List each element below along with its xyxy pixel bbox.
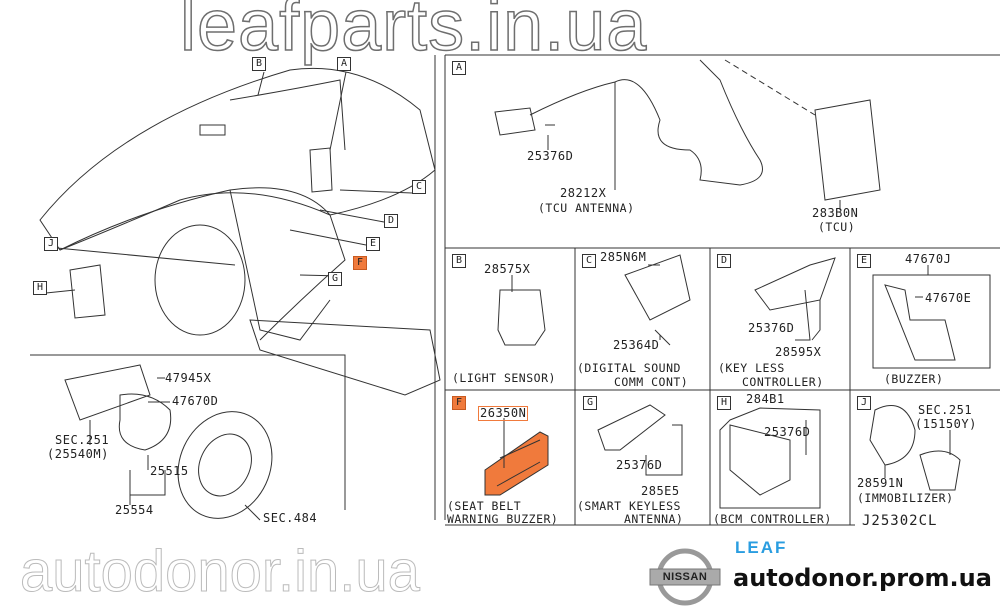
- immobilizer-sec-code: (15150Y): [915, 417, 977, 431]
- part-47945x: 47945X: [165, 371, 212, 385]
- panel-f-label: F: [452, 396, 466, 410]
- panel-j-label: J: [857, 396, 871, 410]
- panel-b-label: B: [452, 254, 466, 268]
- tcu-antenna-part: 28212X: [560, 186, 607, 200]
- callout-a[interactable]: A: [337, 57, 351, 71]
- panel-d-label: D: [717, 254, 731, 268]
- callout-d[interactable]: D: [384, 214, 398, 228]
- smart-antenna-part: 285E5: [641, 484, 680, 498]
- digital-sound-caption-2: COMM CONT): [614, 375, 689, 389]
- seat-belt-caption-1: (SEAT BELT: [447, 499, 522, 513]
- part-47670d: 47670D: [172, 394, 219, 408]
- immobilizer-part: 28591N: [857, 476, 904, 490]
- seat-belt-caption-2: WARNING BUZZER): [447, 512, 559, 526]
- smart-antenna-caption-1: (SMART KEYLESS: [577, 499, 681, 513]
- bcm-bolt: 25376D: [764, 425, 811, 439]
- site-name[interactable]: autodonor.prom.ua: [733, 564, 992, 592]
- digital-sound-caption-1: (DIGITAL SOUND: [577, 361, 681, 375]
- leaf-model: LEAF: [735, 538, 788, 557]
- buzzer-sub-part: 47670E: [925, 291, 972, 305]
- light-sensor-part: 28575X: [484, 262, 531, 276]
- bcm-part: 284B1: [746, 392, 785, 406]
- smart-antenna-bolt: 25376D: [616, 458, 663, 472]
- callout-f[interactable]: F: [353, 256, 367, 270]
- keyless-bolt: 25376D: [748, 321, 795, 335]
- callout-e[interactable]: E: [366, 237, 380, 251]
- panel-c-label: C: [582, 254, 596, 268]
- keyless-caption-2: CONTROLLER): [742, 375, 824, 389]
- tcu-part: 283B0N: [812, 206, 859, 220]
- nissan-logo: [649, 548, 721, 606]
- part-25515: 25515: [150, 464, 189, 478]
- buzzer-part: 47670J: [905, 252, 952, 266]
- digital-sound-part: 285N6M: [600, 250, 647, 264]
- sec-251: SEC.251: [55, 433, 110, 447]
- tcu-caption: (TCU): [818, 220, 856, 234]
- keyless-caption-1: (KEY LESS: [718, 361, 785, 375]
- panel-a-bolt: 25376D: [527, 149, 574, 163]
- tcu-antenna-caption: (TCU ANTENNA): [538, 201, 635, 215]
- diagram-code: J25302CL: [862, 513, 938, 529]
- callout-j[interactable]: J: [44, 237, 58, 251]
- sec-484: SEC.484: [263, 511, 318, 525]
- callout-b[interactable]: B: [252, 57, 266, 71]
- watermark-leafparts: leafparts.in.ua: [179, 0, 648, 66]
- callout-g[interactable]: G: [328, 272, 342, 286]
- light-sensor-caption: (LIGHT SENSOR): [452, 371, 556, 385]
- buzzer-caption: (BUZZER): [884, 372, 944, 386]
- callout-h[interactable]: H: [33, 281, 47, 295]
- immobilizer-caption: (IMMOBILIZER): [857, 491, 954, 505]
- panel-g-label: G: [583, 396, 597, 410]
- smart-antenna-caption-2: ANTENNA): [624, 512, 684, 526]
- bcm-caption: (BCM CONTROLLER): [713, 512, 832, 526]
- sec-251-code: (25540M): [47, 447, 109, 461]
- panel-a-label: A: [452, 61, 466, 75]
- callout-c[interactable]: C: [412, 180, 426, 194]
- digital-sound-bolt: 25364D: [613, 338, 660, 352]
- seat-belt-buzzer-part: 26350N: [478, 406, 529, 421]
- nissan-logo-text: NISSAN: [662, 571, 708, 583]
- panel-h-label: H: [717, 396, 731, 410]
- keyless-part: 28595X: [775, 345, 822, 359]
- panel-e-label: E: [857, 254, 871, 268]
- immobilizer-sec: SEC.251: [918, 403, 973, 417]
- part-25554: 25554: [115, 503, 154, 517]
- watermark-autodonor: autodonor.in.ua: [20, 539, 421, 604]
